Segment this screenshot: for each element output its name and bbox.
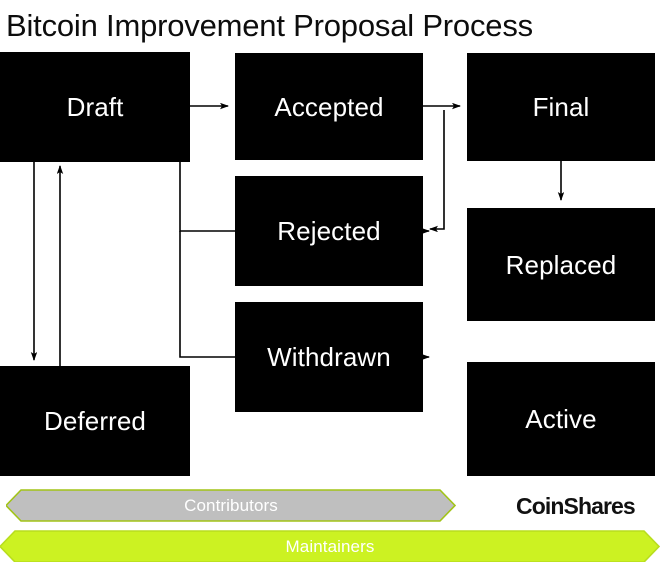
banner-maintainers-label: Maintainers [285,537,375,556]
coinshares-logo: CoinShares [516,493,636,519]
node-withdrawn-label: Withdrawn [267,342,391,372]
node-draft-label: Draft [66,92,124,122]
node-accepted-label: Accepted [274,91,384,122]
maintainers-chevron-shape [0,530,660,562]
page-title: Bitcoin Improvement Proposal Process [6,8,533,43]
node-final[interactable]: Final [467,53,655,161]
edge-accepted-to-rejected [429,110,445,233]
node-draft[interactable]: Draft [0,52,190,162]
node-deferred-label: Deferred [44,406,146,436]
node-withdrawn[interactable]: Withdrawn [235,302,423,412]
node-accepted[interactable]: Accepted [235,53,423,160]
node-deferred[interactable]: Deferred [0,366,190,476]
node-active[interactable]: Active [467,362,655,476]
banner-maintainers[interactable]: Maintainers [0,530,660,562]
banner-contributors[interactable]: Contributors [6,489,456,522]
banner-contributors-label: Contributors [184,496,278,515]
node-final-label: Final [532,92,590,122]
node-rejected[interactable]: Rejected [235,176,423,286]
contributors-chevron-shape [6,489,456,522]
node-rejected-label: Rejected [277,216,381,246]
node-replaced[interactable]: Replaced [467,208,655,321]
node-replaced-label: Replaced [505,249,617,280]
node-active-label: Active [525,404,597,434]
